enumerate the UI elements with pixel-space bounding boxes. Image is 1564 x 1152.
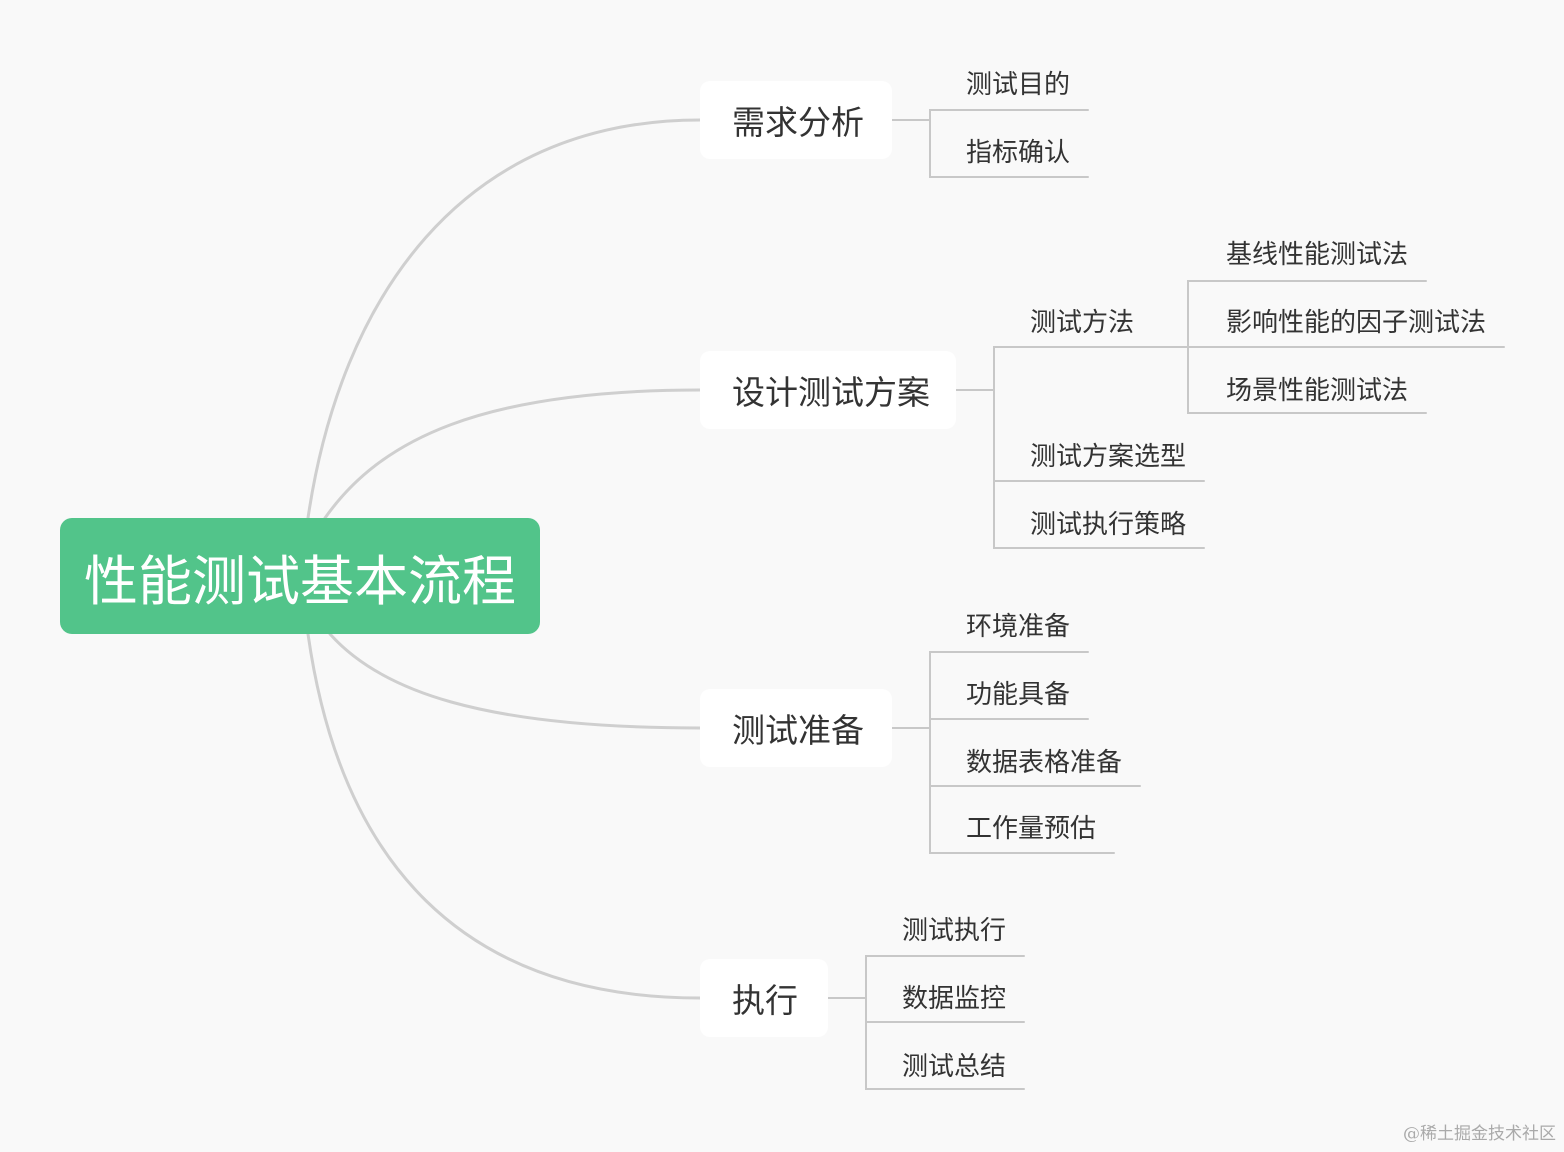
topic-test-preparation[interactable]: 测试准备 xyxy=(700,689,892,767)
leaf-function-ready[interactable]: 功能具备 xyxy=(966,680,1071,710)
topic-execution[interactable]: 执行 xyxy=(700,959,828,1037)
leaf-data-monitoring[interactable]: 数据监控 xyxy=(902,984,1007,1014)
leaf-group-requirements-1 xyxy=(929,109,1089,121)
root-node[interactable]: 性能测试基本流程 xyxy=(60,518,540,634)
leaf-execution-strategy[interactable]: 测试执行策略 xyxy=(1030,510,1187,540)
leaf-test-purpose[interactable]: 测试目的 xyxy=(966,70,1071,100)
connector-root-to-exec xyxy=(306,632,702,1000)
leaf-metric-confirmation[interactable]: 指标确认 xyxy=(966,138,1071,168)
leaf-workload-estimate[interactable]: 工作量预估 xyxy=(966,814,1097,844)
topic-requirements-analysis[interactable]: 需求分析 xyxy=(700,81,892,159)
connector-root-to-design xyxy=(323,388,702,520)
leaf-factor-test[interactable]: 影响性能的因子测试法 xyxy=(1226,308,1487,338)
leaf-test-summary[interactable]: 测试总结 xyxy=(902,1052,1007,1082)
leaf-group-prep-4 xyxy=(929,785,1115,854)
leaf-test-method[interactable]: 测试方法 xyxy=(1030,308,1135,338)
connector-root-to-requirements xyxy=(306,118,702,520)
leaf-group-design-2 xyxy=(993,480,1205,549)
watermark: @稀土掘金技术社区 xyxy=(1403,1124,1556,1144)
leaf-group-design-method xyxy=(993,346,1189,391)
leaf-environment-prep[interactable]: 环境准备 xyxy=(966,612,1071,642)
leaf-test-execution[interactable]: 测试执行 xyxy=(902,916,1007,946)
leaf-group-method-3 xyxy=(1187,346,1427,414)
leaf-group-requirements-2 xyxy=(929,109,1089,178)
leaf-group-exec-3 xyxy=(865,1021,1025,1090)
topic-test-design[interactable]: 设计测试方案 xyxy=(700,351,956,429)
connector-root-to-prep xyxy=(328,632,702,730)
leaf-plan-selection[interactable]: 测试方案选型 xyxy=(1030,442,1187,472)
leaf-baseline-test[interactable]: 基线性能测试法 xyxy=(1226,240,1409,270)
leaf-scenario-test[interactable]: 场景性能测试法 xyxy=(1226,376,1409,406)
leaf-data-table-prep[interactable]: 数据表格准备 xyxy=(966,748,1123,778)
